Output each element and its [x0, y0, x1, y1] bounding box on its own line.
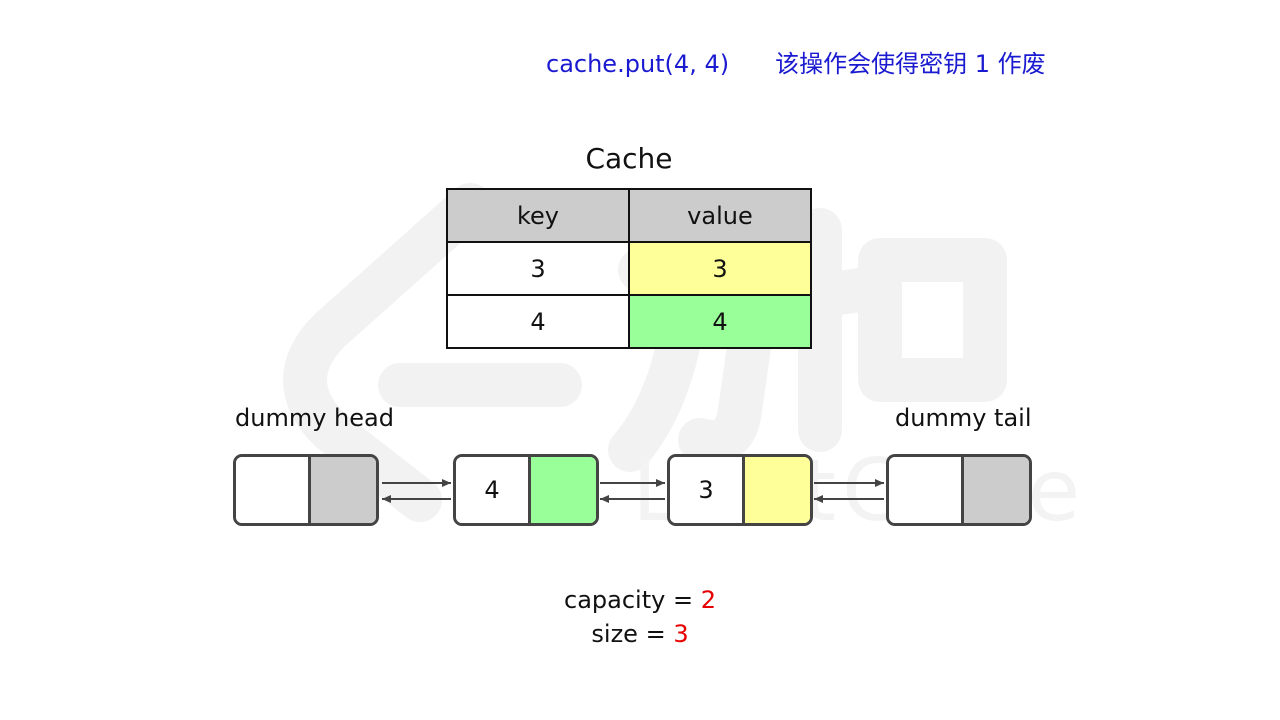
operation-text: cache.put(4, 4) [546, 50, 730, 78]
dummy-tail-node [886, 454, 1032, 526]
list-node-4: 4 [453, 454, 599, 526]
table-row: 4 4 [446, 294, 813, 349]
node-value [745, 457, 810, 523]
table-row: 3 3 [446, 241, 813, 296]
operation-note: 该操作会使得密钥 1 作废 [775, 50, 1046, 78]
node-key [889, 457, 964, 523]
operation-header: cache.put(4, 4) 该操作会使得密钥 1 作废 [546, 44, 1046, 79]
node-key [236, 457, 311, 523]
node-key: 3 [670, 457, 745, 523]
node-value [964, 457, 1029, 523]
node-value [531, 457, 596, 523]
key-cell: 3 [446, 241, 630, 296]
dummy-tail-label: dummy tail [895, 404, 1032, 432]
key-cell: 4 [446, 294, 630, 349]
key-column-header: key [446, 188, 630, 243]
dummy-head-label: dummy head [235, 404, 394, 432]
value-cell: 3 [627, 241, 813, 296]
cache-header-row: key value [446, 188, 813, 243]
cache-title: Cache [585, 142, 673, 175]
size-label: size = [591, 620, 674, 648]
size-value: 3 [673, 620, 689, 648]
dummy-head-node [233, 454, 379, 526]
capacity-label: capacity = [564, 586, 701, 614]
list-node-3: 3 [667, 454, 813, 526]
value-column-header: value [627, 188, 813, 243]
size-line: size = 3 [0, 620, 1280, 648]
value-cell: 4 [627, 294, 813, 349]
node-key: 4 [456, 457, 531, 523]
cache-table: key value 3 3 4 4 [446, 188, 813, 349]
node-value [311, 457, 376, 523]
capacity-line: capacity = 2 [0, 586, 1280, 614]
capacity-value: 2 [700, 586, 716, 614]
